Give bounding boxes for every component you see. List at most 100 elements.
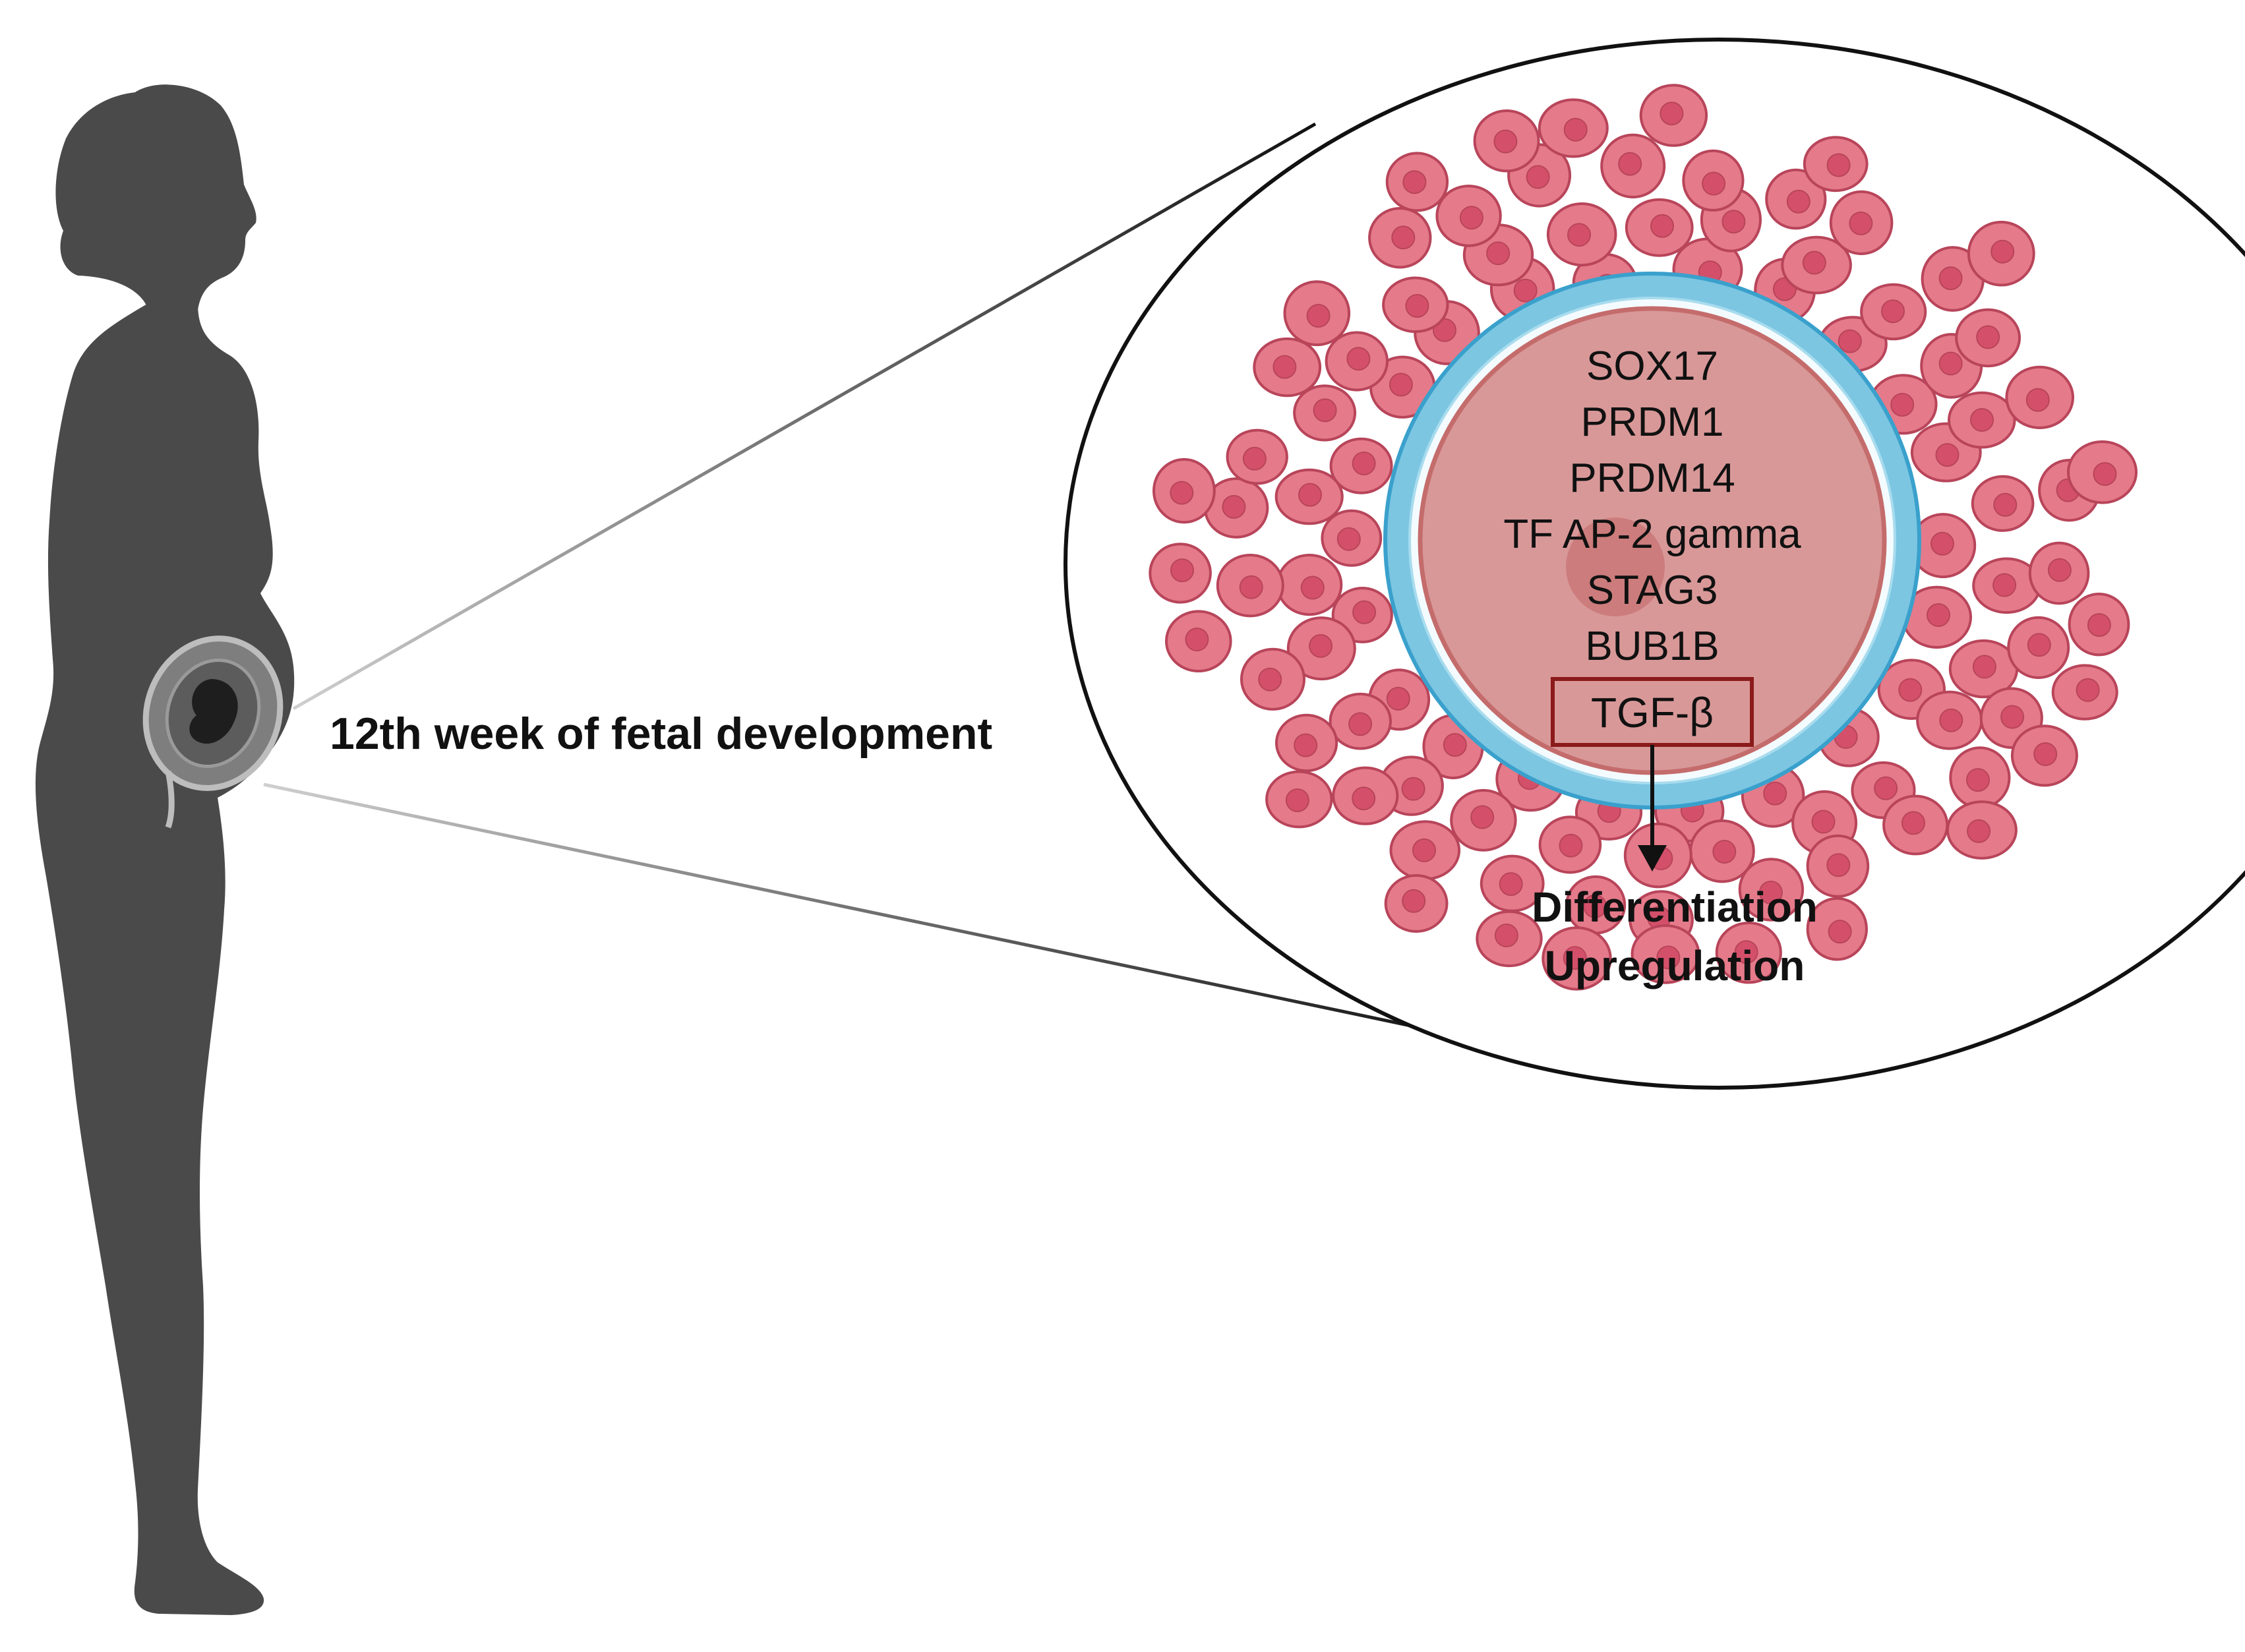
cell-nucleus (1222, 494, 1246, 519)
cell-nucleus (1734, 940, 1758, 964)
cell-nucleus (1938, 266, 1963, 291)
cell-nucleus (1563, 946, 1587, 970)
marker-label: BUB1B (1585, 624, 1719, 669)
cell-nucleus (1567, 223, 1591, 247)
cell-nucleus (1402, 889, 1426, 913)
cell-nucleus (1898, 678, 1923, 702)
cell-nucleus (1386, 686, 1410, 711)
cell-nucleus (1346, 347, 1371, 371)
cell-nucleus (1993, 492, 2018, 517)
zoom-line-bottom (263, 782, 1471, 1040)
cell-nucleus (1702, 171, 1726, 196)
cell-nucleus (2076, 678, 2100, 702)
cell-nucleus (1352, 600, 1377, 624)
marker-label: TF AP-2 gamma (1503, 512, 1801, 557)
cell-nucleus (1931, 531, 1954, 556)
outcome-label: Upregulation (1545, 942, 1805, 989)
marker-label: PRDM14 (1569, 456, 1735, 501)
cell-nucleus (1763, 781, 1787, 806)
cell-nucleus (1972, 655, 1996, 679)
cell-nucleus (1881, 299, 1905, 324)
cell-nucleus (2093, 462, 2117, 486)
zoom-line-top (292, 122, 1317, 711)
cell-nucleus (1185, 628, 1209, 651)
cell-nucleus (1494, 924, 1518, 947)
cell-nucleus (1298, 483, 1322, 507)
cell-nucleus (2000, 705, 2025, 729)
cell-nucleus (1901, 811, 1925, 835)
cell-nucleus (1443, 733, 1467, 757)
cell-nucleus (1402, 170, 1427, 194)
cell-nucleus (1712, 840, 1737, 864)
cell-nucleus (1758, 880, 1783, 904)
cell-nucleus (1838, 329, 1862, 353)
cell-nucleus (1890, 393, 1915, 417)
cell-nucleus (1285, 788, 1309, 812)
caption-text: 12th week of fetal development (330, 709, 992, 759)
cell-nucleus (1826, 153, 1851, 177)
cell-nucleus (2087, 613, 2111, 637)
cell-nucleus (1802, 251, 1826, 275)
marker-list: SOX17 PRDM1 PRDM14 TF AP-2 gamma STAG3 B… (1503, 343, 1801, 669)
cell-nucleus (1927, 603, 1950, 627)
cell-nucleus (1309, 634, 1333, 658)
cell-nucleus (1721, 210, 1746, 234)
cell-nucleus (1967, 819, 1991, 843)
oocyte-nucleus (1566, 517, 1665, 616)
cell-nucleus (1272, 355, 1297, 379)
pregnant-woman-silhouette (35, 84, 295, 1615)
cell-nucleus (1300, 575, 1325, 600)
tgf-beta-label: TGF-β (1591, 689, 1714, 736)
marker-label: SOX17 (1586, 343, 1718, 389)
cell-nucleus (2033, 742, 2058, 766)
cell-nucleus (1992, 573, 2017, 597)
cell-nucleus (1258, 667, 1282, 692)
cell-nucleus (1583, 894, 1607, 918)
cell-nucleus (1618, 152, 1642, 176)
cell-nucleus (1559, 833, 1583, 858)
cell-nucleus (1874, 776, 1898, 800)
cell-nucleus (2047, 558, 2072, 582)
cell-nucleus (1650, 214, 1674, 238)
cell-nucleus (1459, 206, 1483, 230)
cell-nucleus (1849, 211, 1873, 235)
cell-nucleus (2027, 633, 2051, 657)
marker-label: PRDM1 (1580, 399, 1723, 445)
outcome-label: Differentiation (1532, 883, 1818, 931)
cell-nucleus (1970, 408, 1994, 432)
cell-nucleus (1786, 189, 1811, 214)
cell-nucleus (1939, 708, 1963, 732)
cell-nucleus (1976, 325, 2000, 349)
cell-nucleus (1294, 733, 1318, 757)
cell-nucleus (1470, 805, 1495, 829)
cell-nucleus (2025, 388, 2050, 412)
cell-nucleus (1170, 481, 1194, 505)
cell-nucleus (1966, 768, 1990, 792)
cell-nucleus (1170, 558, 1194, 583)
cell-nucleus (1828, 920, 1852, 944)
cell-nucleus (1499, 872, 1523, 897)
cell-nucleus (1412, 838, 1436, 862)
cell-nucleus (1352, 452, 1376, 475)
cell-nucleus (1239, 575, 1263, 599)
cell-nucleus (1352, 786, 1376, 811)
cell-nucleus (1389, 372, 1413, 397)
fetus-in-uterus-icon (142, 635, 284, 829)
cell-nucleus (1401, 777, 1425, 801)
cell-nucleus (1513, 278, 1538, 303)
cell-nucleus (1242, 446, 1267, 471)
cell-nucleus (1486, 241, 1511, 266)
cell-nucleus (1811, 810, 1836, 834)
cell-nucleus (1405, 294, 1429, 318)
marker-label: STAG3 (1587, 568, 1718, 613)
down-arrow-icon (1638, 745, 1667, 871)
cell-nucleus (1306, 304, 1331, 328)
cell-nucleus (1935, 443, 1960, 467)
cell-nucleus (1493, 129, 1518, 154)
cell-nucleus (1938, 351, 1963, 376)
cell-nucleus (1526, 165, 1550, 189)
cell-nucleus (1656, 945, 1681, 970)
cell-nucleus (1660, 102, 1684, 126)
cell-nucleus (1563, 117, 1588, 142)
